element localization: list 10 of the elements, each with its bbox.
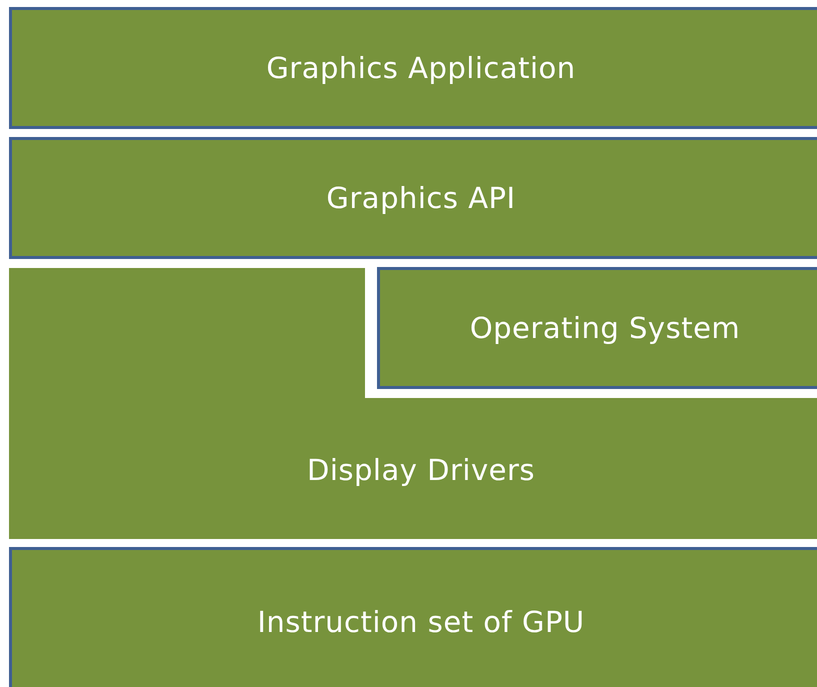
- layer-label: Display Drivers: [307, 453, 535, 487]
- layer-label: Instruction set of GPU: [257, 605, 585, 639]
- layer-box: [9, 137, 817, 259]
- layer-box: [377, 267, 817, 389]
- layer-label: Operating System: [470, 311, 740, 345]
- layer-label: Graphics API: [326, 181, 516, 215]
- layer-label: Graphics Application: [266, 51, 576, 85]
- layer-block: [9, 268, 817, 539]
- layer-box: [9, 7, 817, 129]
- layer-box: [9, 547, 817, 687]
